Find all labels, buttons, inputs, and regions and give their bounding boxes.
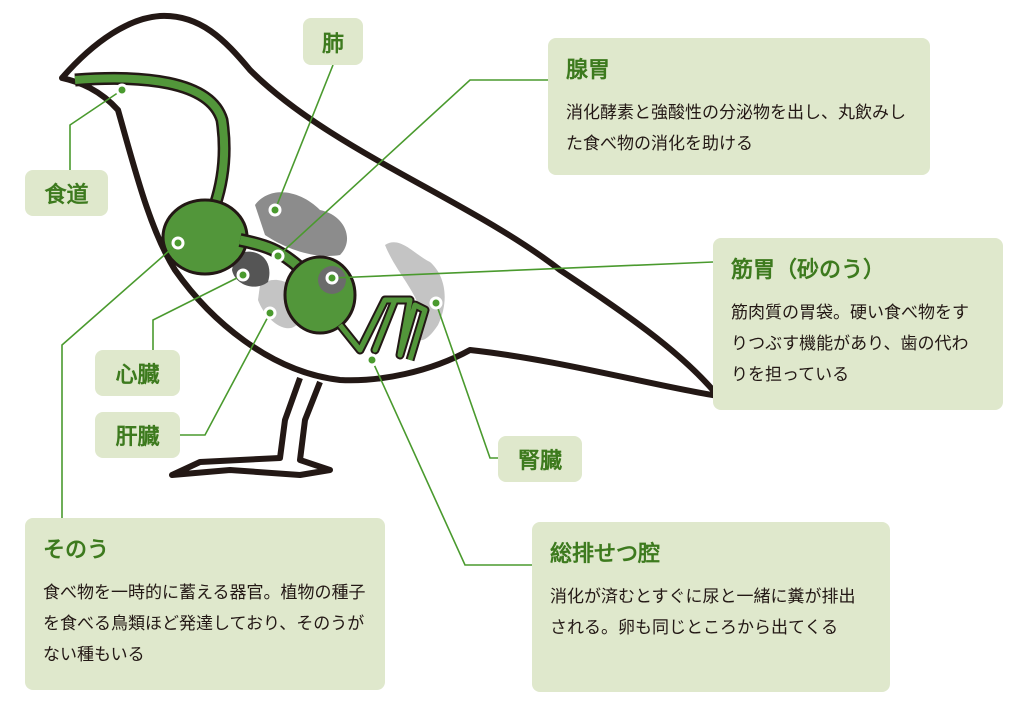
card-proventriculus: 腺胃 消化酵素と強酸性の分泌物を出し、丸飲みした食べ物の消化を助ける <box>548 38 930 175</box>
card-gizzard: 筋胃（砂のう） 筋肉質の胃袋。硬い食べ物をすりつぶす機能があり、歯の代わりを担っ… <box>713 238 1003 410</box>
kidney-shape <box>385 242 445 341</box>
card-title: 筋胃（砂のう） <box>731 258 886 283</box>
card-description: 食べ物を一時的に蓄える器官。植物の種子を食べる鳥類ほど発達しており、そのうがない… <box>43 583 366 665</box>
card-title: 総排せつ腔 <box>550 542 661 567</box>
leader-dots <box>115 83 443 367</box>
leader-lines <box>61 64 714 566</box>
label-esophagus: 食道 <box>25 170 108 216</box>
bird-legs <box>169 376 333 478</box>
label-liver: 肝臓 <box>95 412 180 458</box>
label-kidney: 腎臓 <box>498 436 582 482</box>
card-crop: そのう 食べ物を一時的に蓄える器官。植物の種子を食べる鳥類ほど発達しており、その… <box>25 518 385 690</box>
gizzard-shape <box>283 255 357 335</box>
card-description: 消化が済むとすぐに尿と一緒に糞が排出される。卵も同じところから出てくる <box>550 587 856 638</box>
label-heart: 心臓 <box>95 350 180 396</box>
card-cloaca: 総排せつ腔 消化が済むとすぐに尿と一緒に糞が排出される。卵も同じところから出てく… <box>532 522 890 692</box>
card-description: 筋肉質の胃袋。硬い食べ物をすりつぶす機能があり、歯の代わりを担っている <box>731 303 969 385</box>
card-description: 消化酵素と強酸性の分泌物を出し、丸飲みした食べ物の消化を助ける <box>566 103 906 154</box>
card-title: 腺胃 <box>566 58 611 83</box>
label-lung: 肺 <box>303 18 363 65</box>
bird-body-outline <box>59 12 721 399</box>
card-title: そのう <box>43 538 110 563</box>
